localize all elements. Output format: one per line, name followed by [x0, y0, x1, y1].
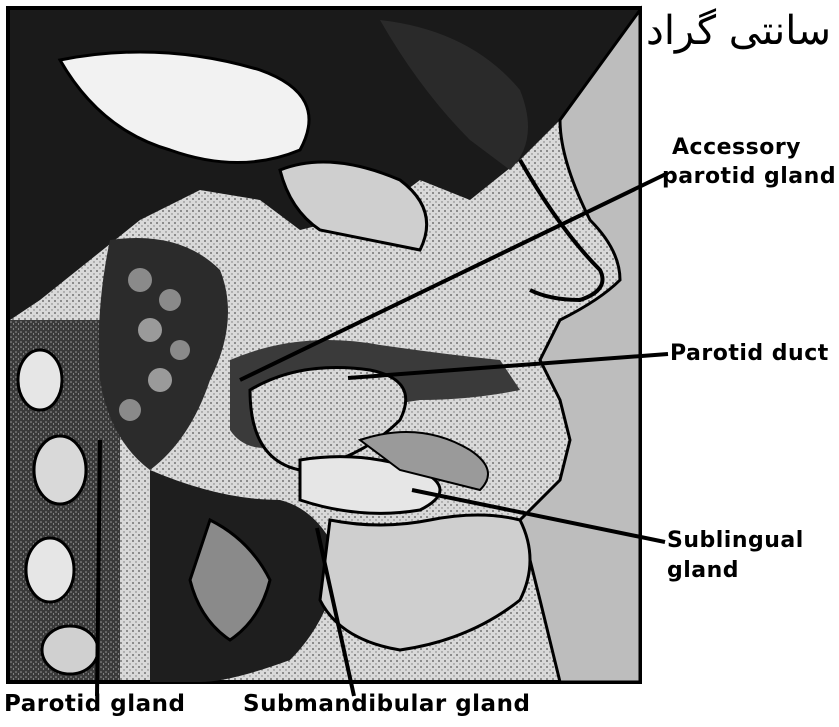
label-sublingual-line2: gland: [667, 558, 739, 583]
label-parotid-duct: Parotid duct: [670, 341, 829, 366]
label-accessory-line1: Accessory: [672, 135, 801, 160]
label-submandibular-gland: Submandibular gland: [243, 691, 530, 717]
label-sublingual-line1: Sublingual: [667, 528, 804, 553]
label-accessory-line2: parotid gland: [662, 164, 836, 189]
label-parotid-gland: Parotid gland: [4, 691, 185, 717]
unit-caption: سانتی گراد: [646, 8, 831, 54]
